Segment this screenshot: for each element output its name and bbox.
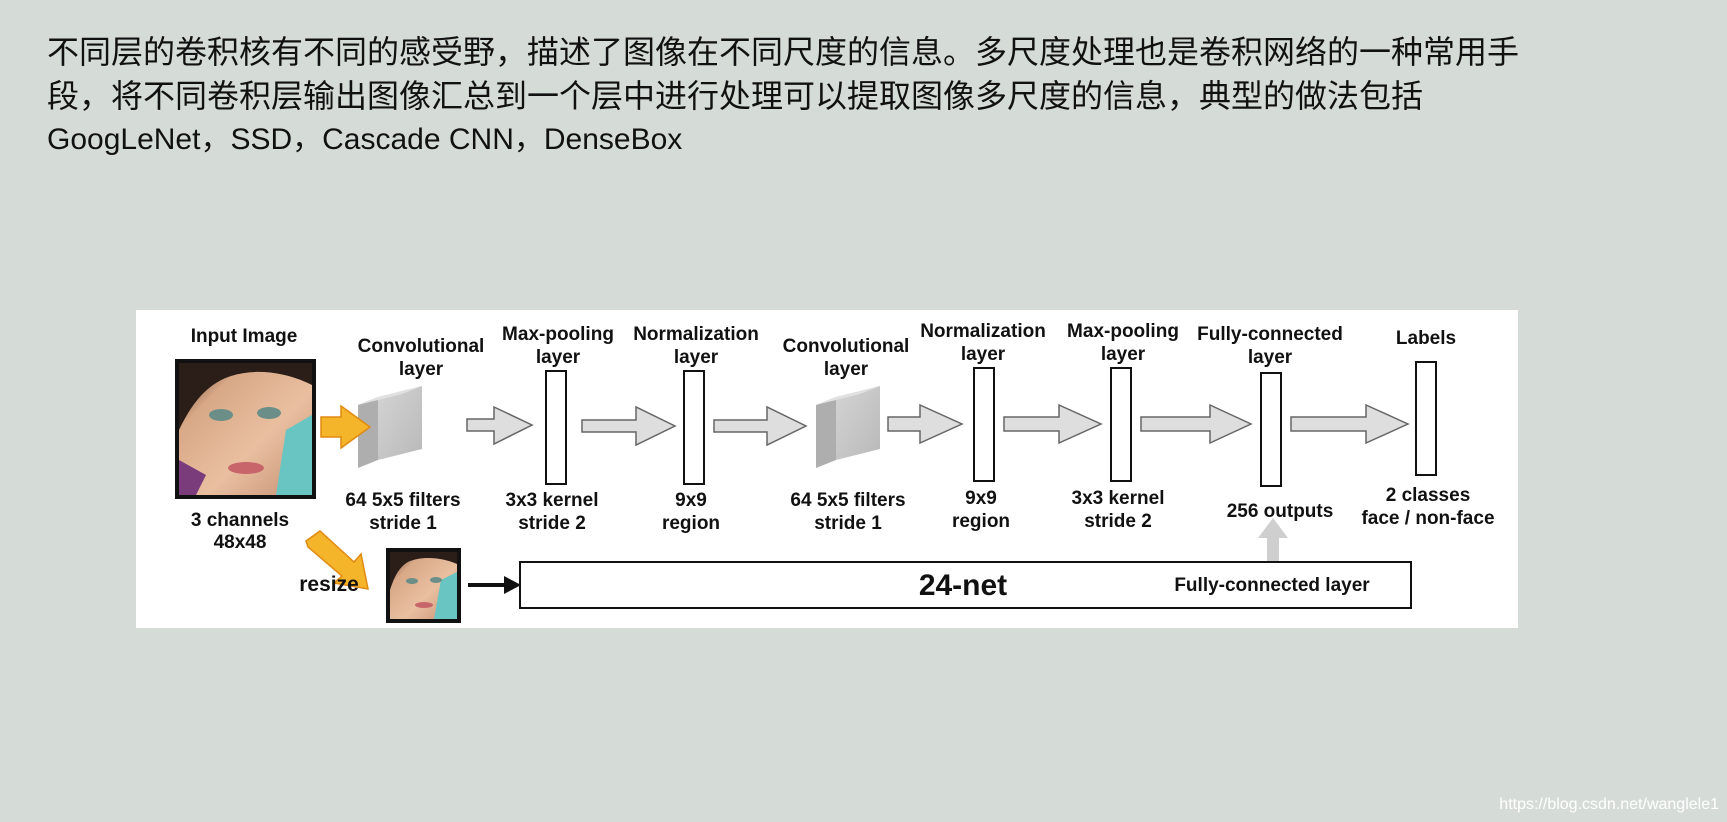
labels-caption-2: face / non-face [1361, 508, 1494, 529]
pool1-layer-box [545, 370, 567, 485]
gray-arrow-icon [713, 405, 808, 447]
pool2-caption-1: 3x3 kernel [1072, 488, 1165, 509]
intro-line-2: 段，将不同卷积层输出图像汇总到一个层中进行处理可以提取图像多尺度的信息，典型的做… [47, 77, 1424, 115]
norm2-title-2: layer [961, 344, 1006, 365]
norm1-layer-box [683, 370, 705, 485]
norm1-caption-1: 9x9 [675, 490, 707, 511]
conv2-title-2: layer [824, 359, 869, 380]
pool2-layer-box [1110, 367, 1132, 482]
gray-arrow-icon [466, 405, 534, 446]
gray-arrow-icon [887, 403, 964, 445]
up-arrow-icon [1258, 518, 1288, 575]
orange-arrow-icon [320, 404, 372, 450]
pool2-caption-2: stride 2 [1084, 511, 1152, 532]
conv1-title-2: layer [399, 359, 444, 380]
norm1-caption-2: region [662, 513, 720, 534]
gray-arrow-icon [1003, 403, 1103, 445]
pool2-title-1: Max-pooling [1067, 321, 1179, 342]
conv1-caption-1: 64 5x5 filters [345, 490, 460, 511]
conv1-cube [358, 386, 422, 468]
pool2-title-2: layer [1101, 344, 1146, 365]
pool1-title-2: layer [536, 347, 581, 368]
net24-box [519, 561, 1412, 609]
resize-arrow-icon [305, 530, 369, 590]
labels-caption-1: 2 classes [1386, 485, 1471, 506]
input-title: Input Image [191, 326, 298, 347]
pool1-title-1: Max-pooling [502, 324, 614, 345]
gray-arrow-icon [1290, 403, 1410, 445]
norm2-caption-2: region [952, 511, 1010, 532]
conv2-caption-1: 64 5x5 filters [790, 490, 905, 511]
intro-paragraph: 不同层的卷积核有不同的感受野，描述了图像在不同尺度的信息。多尺度处理也是卷积网络… [47, 30, 1707, 162]
pool1-caption-1: 3x3 kernel [506, 490, 599, 511]
fc-title-2: layer [1248, 347, 1293, 368]
watermark: https://blog.csdn.net/wanglele1 [1499, 796, 1719, 813]
net24-fc-label: Fully-connected layer [1174, 575, 1370, 596]
gray-arrow-icon [1140, 403, 1253, 445]
conv2-cube [816, 386, 880, 468]
gray-arrow-icon [581, 405, 677, 447]
labels-layer-box [1415, 361, 1437, 476]
input-caption-1: 3 channels [191, 510, 289, 531]
conv1-caption-2: stride 1 [369, 513, 437, 534]
fc-layer-box [1260, 372, 1282, 487]
net24-label: 24-net [919, 569, 1007, 602]
fc-caption: 256 outputs [1227, 501, 1334, 522]
fc-title-1: Fully-connected [1197, 324, 1343, 345]
resize-label: resize [299, 573, 359, 596]
input-caption-2: 48x48 [214, 532, 267, 553]
input-face-image [175, 359, 316, 499]
intro-line-3: GoogLeNet，SSD，Cascade CNN，DenseBox [47, 123, 683, 156]
norm1-title-1: Normalization [633, 324, 759, 345]
cascade-cnn-diagram: Input Image Convolutional layer Max-pool… [136, 310, 1518, 628]
conv2-title-1: Convolutional [783, 336, 910, 357]
pool1-caption-2: stride 2 [518, 513, 586, 534]
conv1-title-1: Convolutional [358, 336, 485, 357]
norm2-caption-1: 9x9 [965, 488, 997, 509]
black-arrow-icon [468, 576, 521, 594]
norm1-title-2: layer [674, 347, 719, 368]
norm2-layer-box [973, 367, 995, 482]
intro-line-1: 不同层的卷积核有不同的感受野，描述了图像在不同尺度的信息。多尺度处理也是卷积网络… [47, 33, 1520, 71]
resized-face-image [386, 548, 461, 623]
norm2-title-1: Normalization [920, 321, 1046, 342]
diagram-canvas: Input Image Convolutional layer Max-pool… [175, 321, 1495, 623]
labels-title: Labels [1396, 328, 1456, 349]
conv2-caption-2: stride 1 [814, 513, 882, 534]
